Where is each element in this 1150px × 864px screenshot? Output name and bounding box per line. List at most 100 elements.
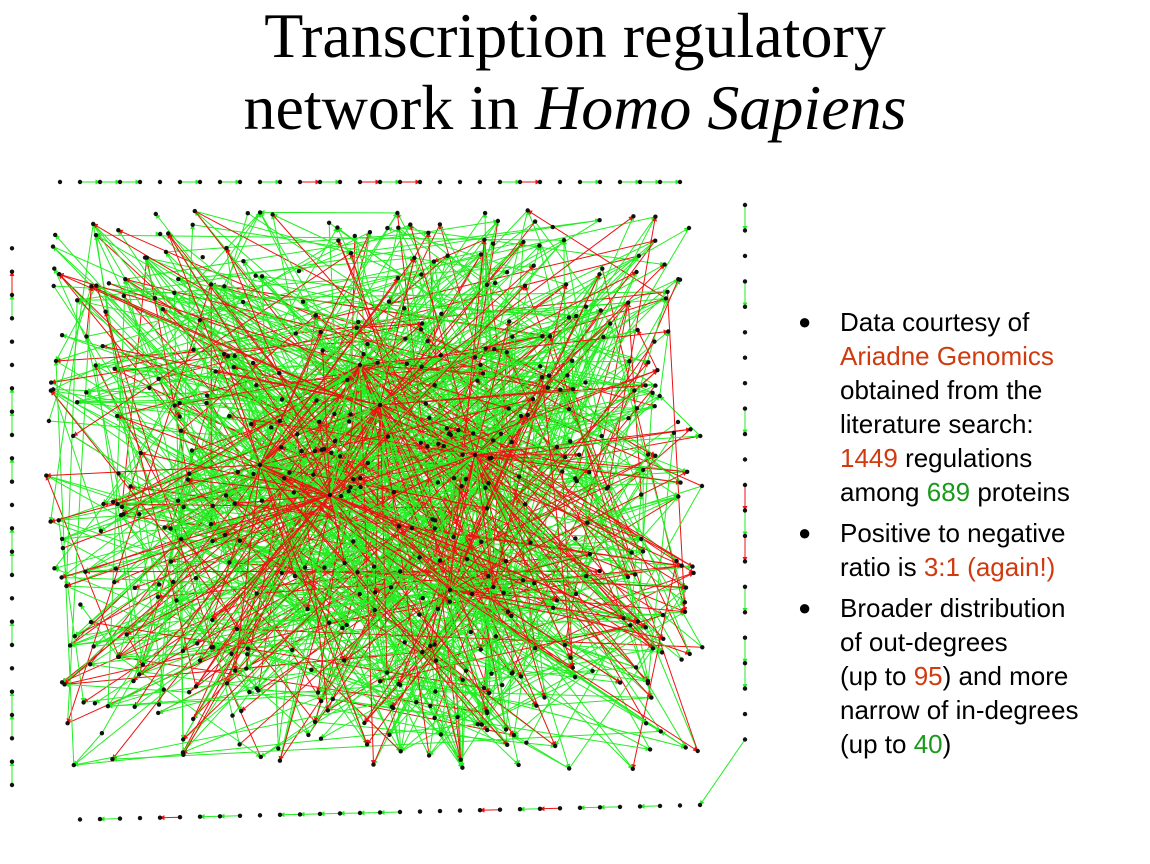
protein-node (91, 221, 96, 227)
protein-node (355, 570, 360, 575)
protein-node (742, 686, 748, 691)
positive-regulation-edge (93, 584, 160, 647)
protein-node (597, 272, 602, 277)
protein-node (287, 470, 292, 475)
protein-node (639, 536, 644, 542)
protein-node (358, 475, 363, 481)
protein-node (397, 179, 403, 185)
protein-node (566, 407, 572, 412)
protein-node (437, 808, 443, 814)
protein-node (346, 489, 351, 494)
protein-node (597, 568, 602, 574)
protein-node (484, 282, 490, 287)
protein-node (487, 690, 492, 696)
protein-node (432, 383, 437, 388)
positive-regulation-edge (149, 387, 343, 629)
negative-regulation-edge (379, 386, 574, 406)
bullet-list: ● Data courtesy of Ariadne Genomics obta… (795, 305, 1145, 768)
protein-node (342, 560, 347, 566)
protein-node (414, 700, 419, 705)
protein-node (197, 318, 202, 323)
positive-regulation-edge (194, 210, 352, 255)
negative-regulation-edge (474, 454, 647, 628)
protein-node (137, 179, 143, 185)
negative-regulation-edge (626, 302, 642, 495)
positive-regulation-edge (259, 212, 468, 560)
protein-node (477, 179, 483, 185)
protein-node (637, 804, 643, 809)
protein-node (538, 364, 543, 369)
protein-node (653, 214, 658, 219)
protein-node (299, 448, 304, 454)
protein-node (660, 612, 666, 618)
protein-node (561, 238, 567, 243)
positive-regulation-edge (317, 589, 451, 693)
protein-node (475, 722, 480, 727)
protein-node (367, 230, 373, 235)
negative-regulation-edge (356, 321, 423, 329)
protein-node (505, 609, 511, 614)
protein-node (663, 296, 669, 301)
protein-node (277, 179, 283, 185)
protein-node (604, 486, 610, 491)
protein-node (447, 431, 452, 436)
protein-node (291, 490, 296, 495)
protein-node (395, 275, 401, 281)
protein-node (570, 386, 576, 392)
positive-regulation-edge (449, 537, 642, 591)
protein-node (520, 578, 526, 583)
protein-node (9, 619, 15, 624)
positive-regulation-edge (568, 648, 654, 769)
protein-node (645, 681, 651, 686)
positive-regulation-edge (125, 219, 499, 280)
protein-node (50, 244, 56, 249)
protein-node (9, 712, 15, 718)
protein-node (687, 651, 692, 657)
protein-node (56, 271, 62, 277)
protein-node (51, 283, 56, 289)
protein-node (233, 668, 238, 673)
negative-regulation-edge (329, 494, 515, 736)
protein-node (534, 703, 539, 708)
negative-regulation-edge (359, 364, 693, 568)
negative-regulation-edge (474, 454, 687, 589)
protein-node (9, 736, 15, 741)
protein-node (435, 480, 441, 485)
positive-regulation-edge (144, 257, 261, 466)
protein-node (124, 632, 129, 637)
protein-node (97, 816, 103, 822)
positive-regulation-edge (107, 666, 637, 709)
protein-node (279, 445, 284, 450)
protein-node (627, 359, 632, 364)
protein-node (178, 428, 184, 433)
protein-node (327, 620, 332, 625)
protein-node (678, 480, 683, 485)
protein-node (742, 508, 748, 513)
protein-node (223, 493, 229, 498)
protein-node (557, 179, 563, 185)
positive-regulation-edge (107, 456, 566, 707)
protein-node (254, 686, 259, 691)
positive-regulation-edge (579, 805, 601, 811)
protein-node (277, 370, 282, 376)
protein-node (419, 321, 425, 326)
negative-regulation-edge (259, 464, 508, 746)
protein-node (179, 536, 184, 542)
protein-node (64, 583, 69, 589)
protein-node (417, 809, 423, 814)
protein-node (445, 253, 450, 258)
protein-node (484, 506, 490, 511)
protein-node (516, 762, 521, 768)
positive-regulation-edge (449, 469, 644, 591)
protein-node (463, 476, 469, 482)
positive-regulation-edge (157, 668, 247, 714)
positive-regulation-edge (379, 404, 513, 674)
protein-node (425, 444, 430, 449)
protein-node (259, 498, 264, 503)
protein-node (531, 263, 536, 268)
positive-regulation-edge (483, 582, 535, 689)
protein-node (522, 283, 528, 288)
protein-node (563, 282, 569, 287)
positive-regulation-edge (228, 561, 308, 610)
protein-node (352, 233, 357, 239)
